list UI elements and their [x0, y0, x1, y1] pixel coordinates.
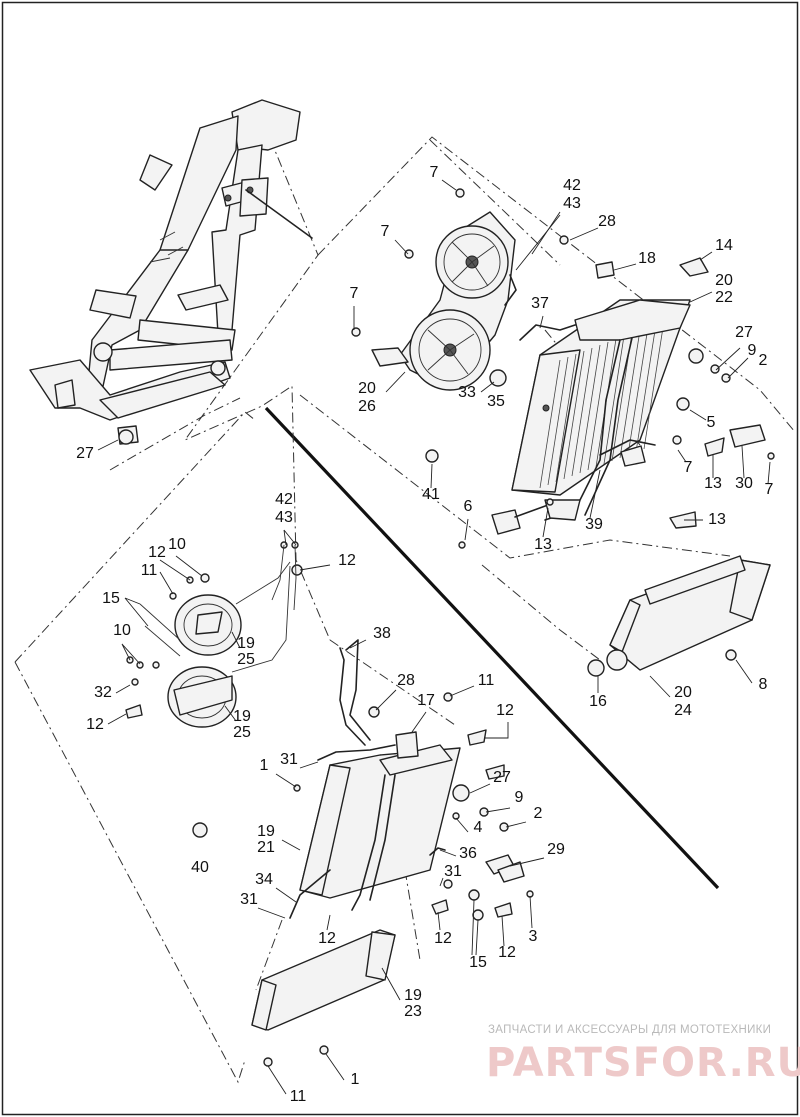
callout-c20c: 20 [674, 684, 692, 701]
callout-c27a: 27 [735, 324, 753, 341]
callout-c13b: 13 [708, 511, 726, 528]
callout-c14: 14 [715, 237, 733, 254]
callout-c1b: 1 [351, 1071, 360, 1088]
callout-c6: 6 [464, 498, 473, 515]
callout-c10a: 10 [168, 536, 186, 553]
callout-c35: 35 [487, 393, 505, 410]
callout-c26: 26 [358, 398, 376, 415]
callout-c20a: 20 [715, 272, 733, 289]
callout-c30: 30 [735, 475, 753, 492]
callout-c19b: 19 [233, 708, 251, 725]
callout-c23: 23 [404, 1003, 422, 1020]
callout-c31c: 31 [240, 891, 258, 908]
callout-c12g: 12 [498, 944, 516, 961]
radiator-lower [289, 639, 509, 919]
callout-c12b: 12 [338, 552, 356, 569]
callout-c31a: 31 [280, 751, 298, 768]
callout-c16: 16 [589, 693, 607, 710]
callout-c22: 22 [715, 289, 733, 306]
oil-cooler-right [587, 555, 771, 677]
callout-c12d: 12 [86, 716, 104, 733]
callout-c38: 38 [373, 625, 391, 642]
callout-c7b: 7 [381, 223, 390, 240]
callout-c9a: 9 [748, 342, 757, 359]
callout-c19c: 19 [257, 823, 275, 840]
oil-cooler-lower [251, 929, 396, 1067]
callout-c11c: 11 [290, 1088, 307, 1105]
callout-c8: 8 [759, 676, 768, 693]
callout-c12f: 12 [434, 930, 452, 947]
callout-c5: 5 [707, 414, 716, 431]
watermark: ЗАПЧАСТИ И АКСЕССУАРЫ ДЛЯ МОТОТЕХНИКИ PA… [486, 1024, 800, 1086]
callout-c25b: 25 [233, 724, 251, 741]
variant-divider-line [264, 406, 720, 890]
frame-assembly [29, 99, 313, 445]
callout-c1a: 1 [260, 757, 269, 774]
callout-c2a: 2 [759, 352, 768, 369]
callout-c13c: 13 [534, 536, 552, 553]
callout-c24: 24 [674, 702, 692, 719]
callout-c43b: 43 [275, 509, 293, 526]
callout-c28a: 28 [598, 213, 616, 230]
callout-c7d: 7 [684, 459, 693, 476]
callout-c7e: 7 [765, 481, 774, 498]
callout-c7c: 7 [350, 285, 359, 302]
callout-c36: 36 [459, 845, 477, 862]
callout-c15b: 15 [469, 954, 487, 971]
callout-c4: 4 [474, 819, 483, 836]
fan-shroud-upper [371, 211, 517, 391]
callout-c43a: 43 [563, 195, 581, 212]
callout-c11b: 11 [478, 672, 495, 689]
callout-c12e: 12 [318, 930, 336, 947]
callout-c7a: 7 [430, 164, 439, 181]
callout-c40: 40 [191, 859, 209, 876]
callout-c33: 33 [458, 384, 476, 401]
callout-c17: 17 [417, 692, 435, 709]
callout-c15a: 15 [102, 590, 120, 607]
watermark-logo: PARTSFOR.RU [486, 1040, 800, 1086]
callout-c34: 34 [255, 871, 273, 888]
callout-c27c: 27 [493, 769, 511, 786]
callout-c42b: 42 [275, 491, 293, 508]
callout-c9b: 9 [515, 789, 524, 806]
callout-c32: 32 [94, 684, 112, 701]
callout-c11a: 11 [141, 562, 158, 579]
callout-c12c: 12 [496, 702, 514, 719]
watermark-tagline: ЗАПЧАСТИ И АКСЕССУАРЫ ДЛЯ МОТОТЕХНИКИ [488, 1024, 771, 1036]
callout-c41: 41 [422, 486, 440, 503]
callout-c31b: 31 [444, 863, 462, 880]
callout-c19a: 19 [237, 635, 255, 652]
callout-c19d: 19 [404, 987, 422, 1004]
callout-c39: 39 [585, 516, 603, 533]
radiator-upper [491, 299, 691, 535]
callout-c18: 18 [638, 250, 656, 267]
callout-c20b: 20 [358, 380, 376, 397]
callout-c28b: 28 [397, 672, 415, 689]
callout-c10b: 10 [113, 622, 131, 639]
callout-c2b: 2 [534, 805, 543, 822]
callout-c3: 3 [529, 928, 538, 945]
callout-c12a: 12 [148, 544, 166, 561]
callout-c42a: 42 [563, 177, 581, 194]
fan-assembly-lower [167, 561, 291, 728]
callout-c25a: 25 [237, 651, 255, 668]
callout-c37: 37 [531, 295, 549, 312]
callout-c27b: 27 [76, 445, 94, 462]
callout-c21: 21 [257, 839, 275, 856]
callout-c29: 29 [547, 841, 565, 858]
leader-lines [97, 179, 771, 1095]
callout-c13a: 13 [704, 475, 722, 492]
